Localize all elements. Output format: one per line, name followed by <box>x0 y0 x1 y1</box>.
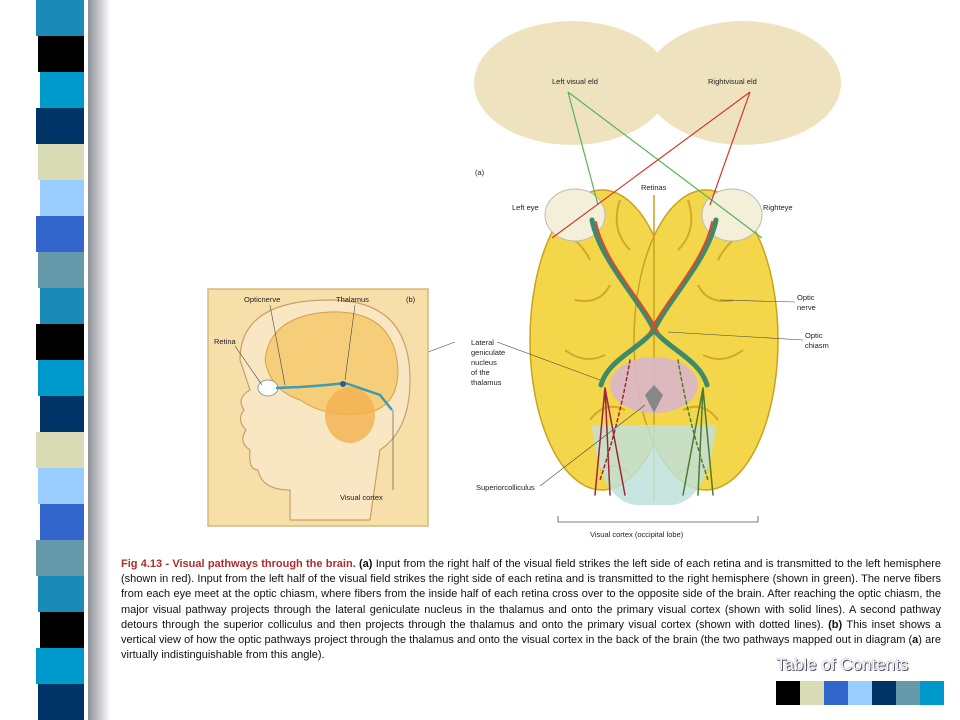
sidebar-shadow <box>88 0 110 720</box>
optic-nerve-label-1: Optic <box>797 293 815 302</box>
lgn-label-1: Lateral <box>471 338 494 347</box>
caption-part-a-ref: a <box>912 634 919 647</box>
right-eye-label: Righteye <box>763 203 793 212</box>
sidebar-block <box>36 216 84 252</box>
optic-chiasm-label-1: Optic <box>805 331 823 340</box>
nav-swatches <box>776 681 944 705</box>
visual-cortex-label: Visual cortex (occipital lobe) <box>590 530 684 539</box>
caption-part-b-marker: (b) <box>828 618 843 631</box>
nav-swatch-2[interactable] <box>800 681 824 705</box>
nav-swatch-6[interactable] <box>896 681 920 705</box>
optic-nerve-label-2: nerve <box>797 303 816 312</box>
superior-colliculus-label: Superiorcolliculus <box>476 483 535 492</box>
sidebar-block <box>38 144 84 180</box>
visual-field-lines <box>551 91 763 239</box>
nav-swatch-1[interactable] <box>776 681 800 705</box>
figure-caption: Fig 4.13 - Visual pathways through the b… <box>121 557 941 663</box>
decorative-sidebar <box>0 0 110 720</box>
sidebar-block <box>38 36 84 72</box>
part-b-label: (b) <box>406 295 416 304</box>
sidebar-block <box>40 504 84 540</box>
figure-svg: Left visual eld Rightvisual eld <box>207 21 841 539</box>
left-eye-label: Left eye <box>512 203 539 212</box>
inset-retina-label: Retina <box>214 337 237 346</box>
inset-side-view <box>207 288 429 527</box>
caption-title: Fig 4.13 - Visual pathways through the b… <box>121 558 356 570</box>
inset-thalamus-label: Thalamus <box>336 295 369 304</box>
sidebar-block <box>36 0 84 36</box>
figure-visual-pathways: Left visual eld Rightvisual eld <box>207 21 841 539</box>
sidebar-block <box>36 540 84 576</box>
nav-swatch-3[interactable] <box>824 681 848 705</box>
right-visual-field-label: Rightvisual eld <box>708 77 757 86</box>
sidebar-block <box>36 432 84 468</box>
lgn-label-2: geniculate <box>471 348 505 357</box>
caption-part-a-marker: (a) <box>359 558 373 570</box>
part-a-label: (a) <box>475 168 485 177</box>
nav-swatch-7[interactable] <box>920 681 944 705</box>
sidebar-block <box>38 252 84 288</box>
sidebar-block <box>36 108 84 144</box>
retinas-label: Retinas <box>641 183 667 192</box>
inset-optic-nerve-label: Opticnerve <box>244 295 280 304</box>
sidebar-block <box>40 288 84 324</box>
sidebar-block <box>38 468 84 504</box>
nav-swatch-5[interactable] <box>872 681 896 705</box>
optic-chiasm-label-2: chiasm <box>805 341 829 350</box>
sidebar-block <box>40 396 84 432</box>
sidebar-block <box>36 324 84 360</box>
sidebar-block <box>38 360 84 396</box>
left-eye <box>544 188 606 242</box>
left-visual-field-label: Left visual eld <box>552 77 598 86</box>
lgn-label-5: thalamus <box>471 378 502 387</box>
right-visual-field <box>645 21 841 145</box>
nav-swatch-4[interactable] <box>848 681 872 705</box>
lgn-label-3: nucleus <box>471 358 497 367</box>
caption-part-b-end: ) are virtually indistinguishable from t… <box>121 634 941 662</box>
sidebar-block <box>40 180 84 216</box>
brain-top-view <box>529 189 779 506</box>
optic-pathways <box>589 217 719 496</box>
table-of-contents-link[interactable]: Table of Contents <box>776 655 909 674</box>
caption-part-b-text: This inset shows a vertical view of how … <box>121 618 941 647</box>
inset-visual-cortex-label: Visual cortex <box>340 493 383 502</box>
sidebar-block <box>40 612 84 648</box>
sidebar-block <box>36 648 84 684</box>
sidebar-block <box>38 684 84 720</box>
sidebar-block <box>38 576 84 612</box>
left-visual-field <box>474 21 670 145</box>
lgn-label-4: of the <box>471 368 490 377</box>
sidebar-block <box>40 72 84 108</box>
caption-part-a-text: Input from the right half of the visual … <box>121 558 941 631</box>
